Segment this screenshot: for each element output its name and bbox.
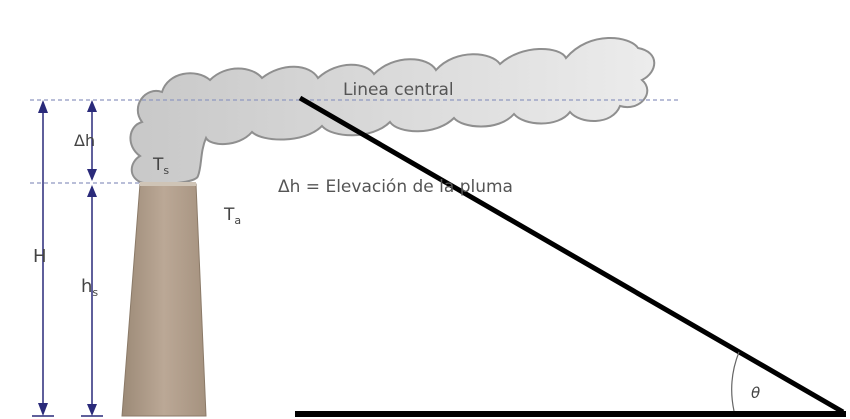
plume-rise-definition: Δh = Elevación de la pluma	[278, 177, 513, 197]
diagonal-line	[298, 95, 845, 415]
total-height-dimension	[32, 100, 54, 417]
total-height-label: H	[33, 246, 47, 267]
angle-label: θ	[751, 384, 760, 402]
stack-top	[140, 182, 196, 186]
angle-arc	[731, 351, 740, 412]
ambient-temperature-label: Ta	[223, 205, 241, 227]
stack	[121, 183, 207, 417]
stack-height-dimension	[81, 185, 103, 417]
plume-cloud	[129, 37, 656, 185]
plume-rise-dimension	[87, 100, 97, 181]
stack-temperature-label: Ts	[152, 155, 169, 177]
centerline-label: Linea central	[343, 80, 454, 100]
plume-rise-label: Δh	[74, 131, 95, 150]
stack-height-label: hs	[81, 276, 98, 299]
